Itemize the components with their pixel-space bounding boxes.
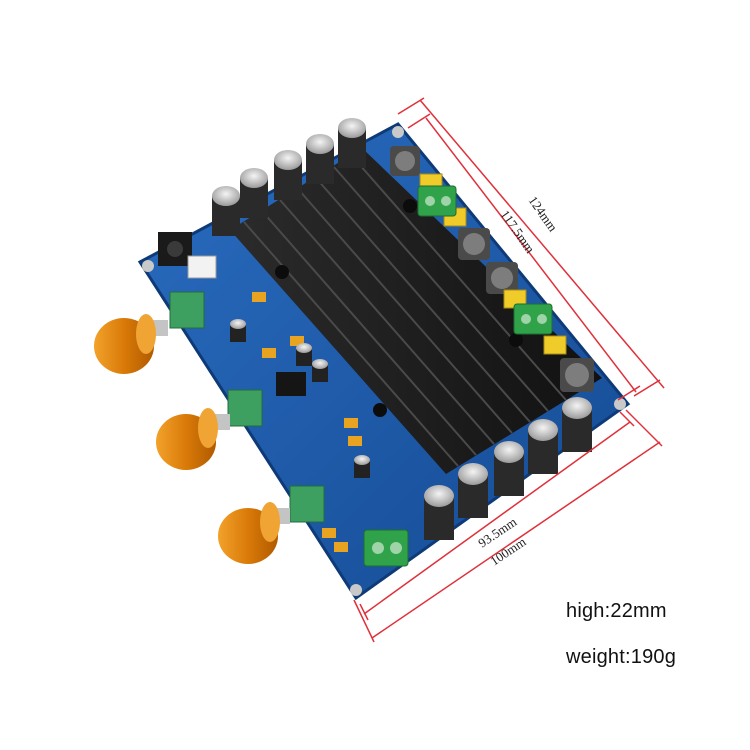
capacitor-row-bottom [424,397,592,540]
capacitor [274,150,302,200]
capacitor [424,485,454,540]
capacitor [240,168,268,218]
audio-jack [158,232,192,266]
dimension-width [353,409,663,643]
mounting-hole [142,260,154,272]
mounting-hole [614,398,626,410]
capacitor [494,441,524,496]
capacitor-row-top [212,118,366,236]
input-connector [187,255,217,279]
spec-weight: weight:190g [566,646,677,668]
small-capacitors [230,319,370,478]
potentiometer [169,291,205,329]
capacitor [212,186,240,236]
mounting-hole [392,126,404,138]
dimension-length [397,97,665,401]
capacitor [528,419,558,474]
ic-chip [276,372,306,396]
heatsink-screw [275,265,289,279]
knob-treble [94,314,168,374]
heatsink [230,148,602,474]
smd-capacitors [252,292,362,552]
potentiometer [227,389,263,427]
spec-height: high:22mm [566,600,667,622]
knob-bass [218,502,290,564]
inductor-row [390,146,594,392]
dimension-outer-length-label: 124mm [526,193,561,234]
heatsink-screw [373,403,387,417]
power-terminal [363,529,409,567]
heatsink-screw [509,333,523,347]
mounting-hole [350,584,362,596]
heatsink-screw [403,199,417,213]
potentiometer [289,485,325,523]
capacitor [458,463,488,518]
capacitor [338,118,366,168]
speaker-terminal [417,185,457,217]
capacitor [306,134,334,184]
knob-middle [156,408,230,470]
capacitor [562,397,592,452]
speaker-terminal [513,303,553,335]
